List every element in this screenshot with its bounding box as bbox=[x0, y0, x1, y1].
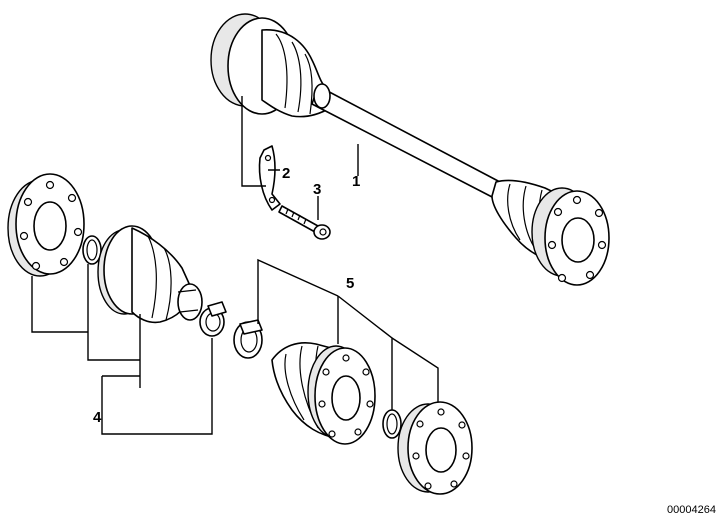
callout-3: 3 bbox=[313, 181, 321, 198]
document-number: 00004264 bbox=[667, 504, 716, 516]
callout-5: 5 bbox=[346, 275, 354, 292]
callout-2: 2 bbox=[282, 165, 290, 182]
boot-kit-right bbox=[271, 342, 473, 495]
callout-1: 1 bbox=[352, 173, 360, 190]
left-flange-center bbox=[33, 201, 67, 251]
shaft-tube bbox=[311, 85, 501, 199]
boot-kit-left bbox=[7, 173, 263, 359]
shaft-collar-left bbox=[313, 83, 331, 109]
right-flange-center bbox=[425, 427, 457, 473]
right-boot-flange-center bbox=[331, 375, 361, 421]
left-boot-neck bbox=[177, 283, 203, 321]
socket-head-bolt bbox=[278, 205, 331, 240]
leader-lines bbox=[31, 96, 439, 435]
drive-shaft-assembly bbox=[210, 13, 610, 286]
lock-plate bbox=[258, 145, 281, 211]
callout-4: 4 bbox=[93, 409, 102, 426]
shaft-right-flange-center bbox=[561, 217, 595, 263]
